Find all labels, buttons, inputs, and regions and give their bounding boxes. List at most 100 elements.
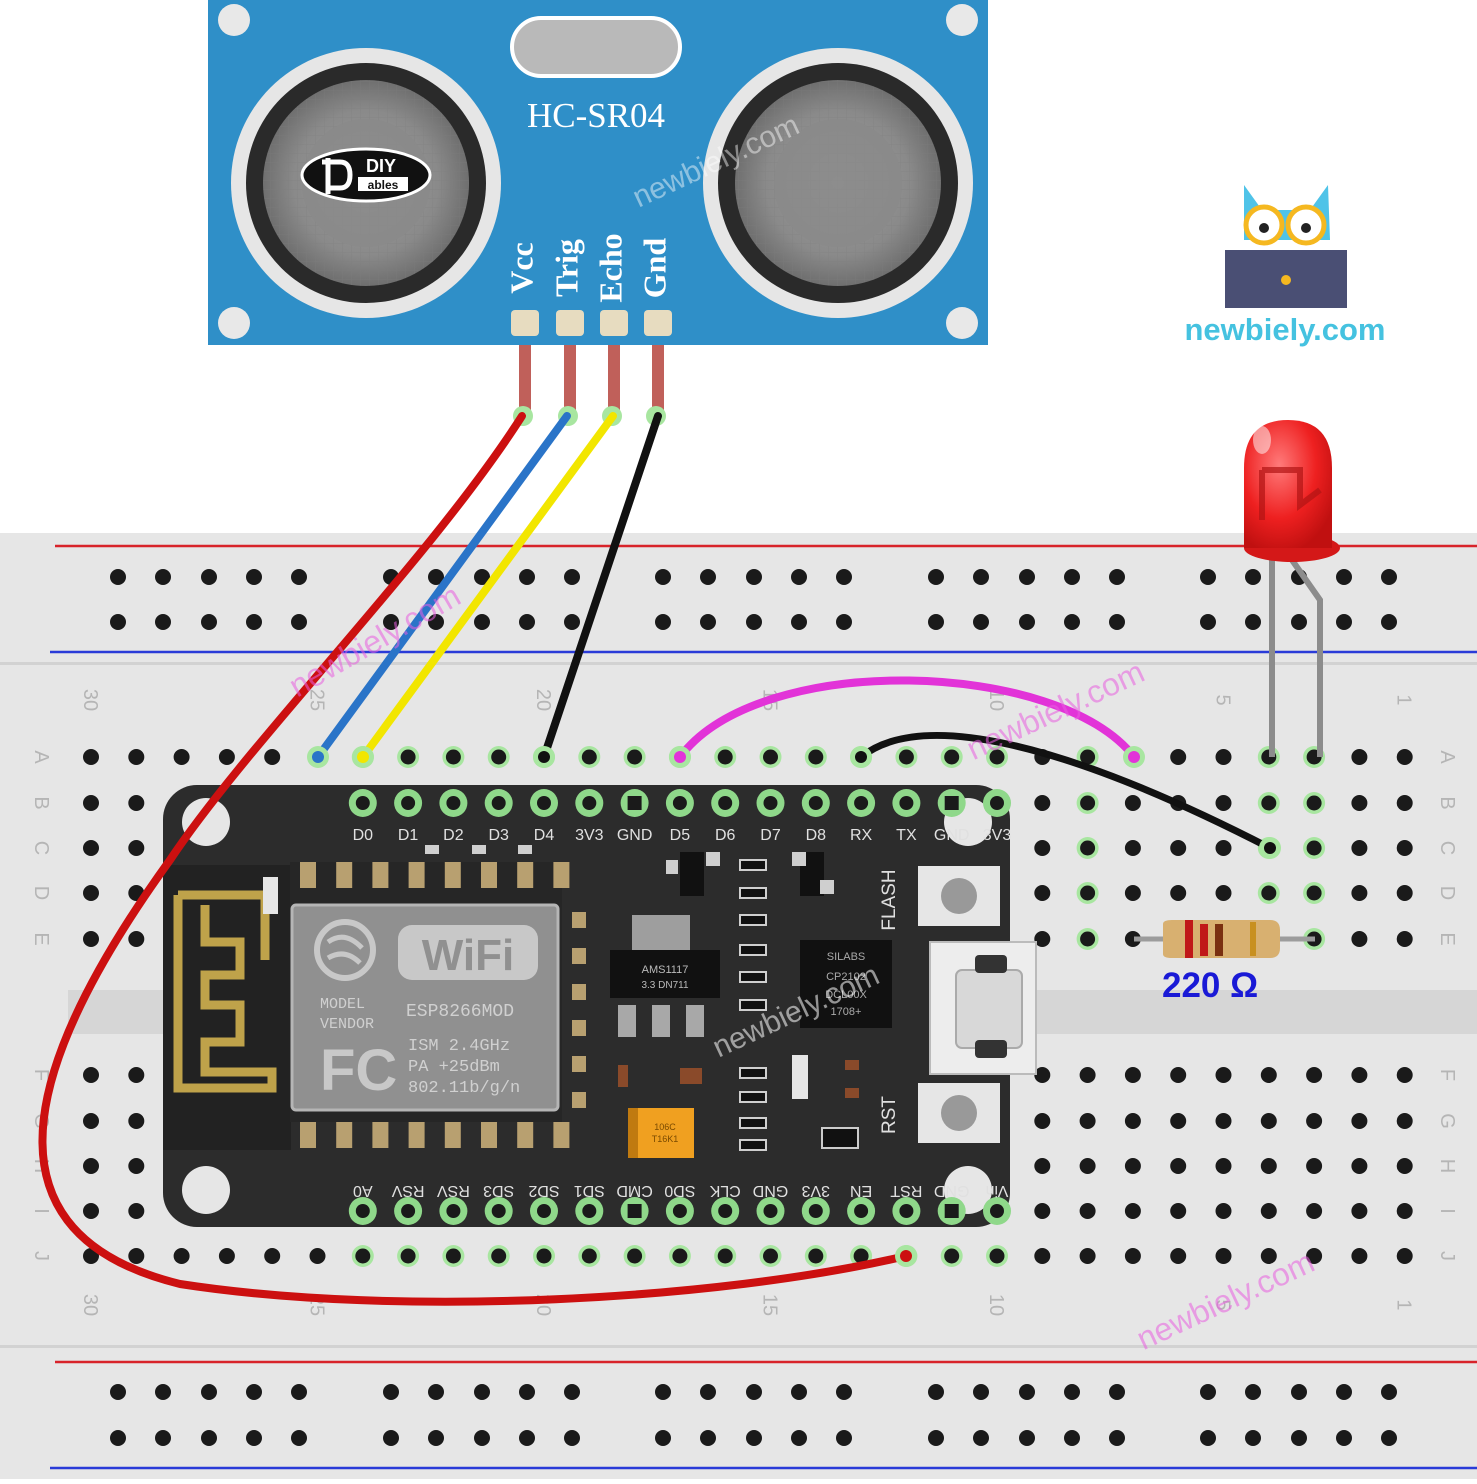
pin-label-bottom: RSV	[437, 1182, 470, 1199]
breadboard-hole	[1170, 1067, 1187, 1083]
connected-hole	[717, 749, 733, 765]
module-pin	[300, 862, 316, 888]
row-letter: D	[1436, 886, 1458, 900]
connected-hole	[853, 1248, 869, 1264]
pin-label-bottom: 3V3	[801, 1182, 830, 1199]
breadboard-hole	[1034, 1067, 1051, 1083]
rail-hole	[1245, 1384, 1261, 1400]
resistor	[1134, 920, 1315, 958]
rail-hole	[1019, 569, 1035, 585]
pin-label-top: D5	[670, 827, 691, 844]
module-pin	[336, 862, 353, 888]
rail-hole	[928, 569, 944, 585]
sensor-pin-label: Gnd	[636, 238, 672, 299]
connected-hole	[400, 749, 416, 765]
capacitor-label: 106C	[654, 1122, 676, 1132]
breadboard-hole	[1124, 1113, 1141, 1129]
row-letter: J	[30, 1251, 52, 1261]
row-letter: G	[1436, 1113, 1458, 1129]
rail-hole	[746, 569, 762, 585]
smd-component	[425, 845, 439, 854]
breadboard-hole	[128, 1158, 145, 1174]
smd-column	[739, 859, 767, 1151]
column-number: 5	[1212, 694, 1234, 705]
sensor-model-label: HC-SR04	[527, 96, 665, 135]
rail-hole	[836, 1384, 852, 1400]
module-pin	[481, 1122, 497, 1148]
rail-divider-bottom	[0, 1345, 1477, 1348]
rail-hole	[973, 1384, 989, 1400]
breadboard-hole	[1306, 1248, 1323, 1264]
breadboard-hole	[1396, 931, 1413, 947]
rail-hole	[1381, 569, 1397, 585]
diode-pad	[792, 852, 806, 866]
rail-hole	[1019, 1430, 1035, 1446]
row-letter: J	[1436, 1251, 1458, 1261]
diode-pad	[666, 860, 678, 874]
pin-label-top: D0	[353, 827, 374, 844]
pin-label-bottom: SD3	[483, 1182, 514, 1199]
rail-hole	[1245, 614, 1261, 630]
breadboard-hole	[1215, 1158, 1232, 1174]
regulator-leg	[652, 1005, 670, 1037]
sensor-pin-leg	[608, 345, 620, 413]
wire-end	[312, 751, 324, 763]
fcc-logo: FC	[320, 1038, 397, 1103]
sensor-pin-pad	[644, 310, 672, 336]
smd-component	[845, 1088, 859, 1098]
rail-hole	[564, 614, 580, 630]
led-highlight	[1253, 426, 1271, 454]
breadboard-hole	[1260, 1248, 1277, 1264]
rail-hole	[791, 569, 807, 585]
connected-hole	[1306, 840, 1322, 856]
rail-hole	[655, 1384, 671, 1400]
sensor-pin-label: Echo	[592, 233, 628, 302]
wifi-text: WiFi	[422, 931, 514, 980]
breadboard-hole	[1351, 749, 1368, 765]
breadboard-hole	[1170, 1158, 1187, 1174]
board-pin-hole	[582, 796, 597, 810]
pin-label-top: 3V3	[983, 827, 1012, 844]
connected-hole	[581, 1248, 597, 1264]
breadboard-hole	[1079, 1203, 1096, 1219]
smd-component	[739, 944, 767, 956]
rail-hole	[791, 1384, 807, 1400]
breadboard-hole	[83, 931, 99, 947]
breadboard-hole	[1215, 1203, 1232, 1219]
board-pin-header	[348, 789, 1011, 1225]
breadboard-hole	[1260, 1113, 1277, 1129]
wire-echo-yellow	[359, 412, 617, 761]
pin-label-top: GND	[934, 827, 970, 844]
module-pin	[444, 862, 461, 888]
breadboard-hole	[1396, 1248, 1413, 1264]
sensor-hole	[218, 4, 250, 36]
module-pin	[408, 1122, 425, 1148]
reset-button-cap[interactable]	[941, 1095, 977, 1131]
rail-hole	[1245, 1430, 1261, 1446]
board-pin-hole	[808, 1204, 823, 1218]
rail-hole	[700, 1384, 716, 1400]
rail-hole	[1019, 1384, 1035, 1400]
sensor-hole	[946, 307, 978, 339]
rail-hole	[655, 1430, 671, 1446]
breadboard-hole	[1215, 795, 1232, 811]
breadboard-hole	[1124, 931, 1141, 947]
module-std: 802.11b/g/n	[408, 1079, 520, 1098]
flash-button-cap[interactable]	[941, 878, 977, 914]
row-letter: A	[30, 750, 52, 764]
rail-hole	[383, 1384, 399, 1400]
chip-label-2: CP2102	[826, 971, 866, 983]
rail-hole	[655, 569, 671, 585]
rail-hole	[746, 1384, 762, 1400]
rail-hole	[564, 569, 580, 585]
wire-end	[357, 751, 369, 763]
breadboard-hole	[128, 931, 145, 947]
board-pin-hole	[355, 796, 370, 810]
breadboard-hole	[1306, 1113, 1323, 1129]
row-letter: C	[1436, 841, 1458, 855]
breadboard-hole	[1396, 840, 1413, 856]
rail-hole	[201, 569, 217, 585]
column-number: 10	[985, 689, 1007, 711]
rail-hole	[110, 614, 126, 630]
